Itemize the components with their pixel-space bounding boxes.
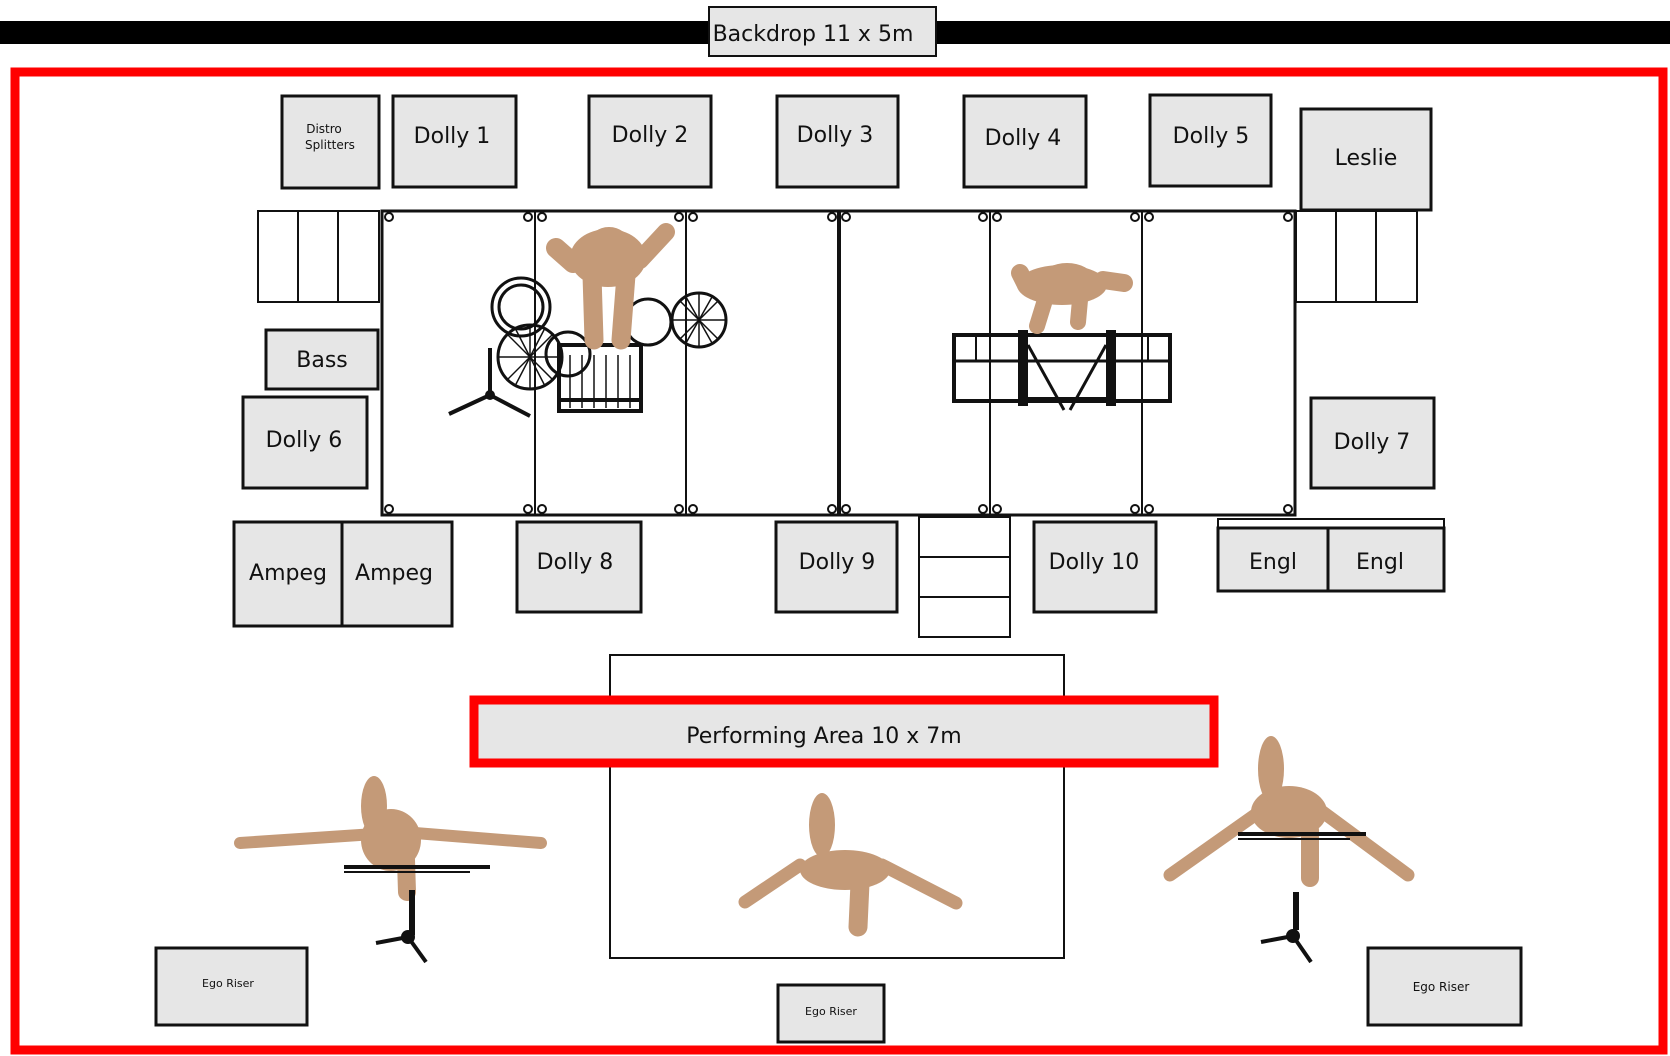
mic-stand-icon bbox=[375, 890, 428, 964]
upstage-row: Distro Splitters Dolly 1 Dolly 2 Dolly 3… bbox=[280, 93, 1433, 212]
drummer-icon bbox=[546, 223, 675, 350]
dolly-1-box bbox=[391, 94, 518, 189]
leslie-box bbox=[1299, 107, 1433, 212]
dolly-3-label: Dolly 3 bbox=[797, 123, 874, 148]
keyboardist-icon bbox=[1011, 263, 1133, 334]
engl-left-box bbox=[1216, 526, 1330, 593]
dolly-10-label: Dolly 10 bbox=[1049, 550, 1140, 575]
bass-box bbox=[264, 328, 380, 391]
ego-riser-center-label: Ego Riser bbox=[805, 1005, 857, 1018]
engl-left-label: Engl bbox=[1249, 550, 1297, 575]
ampeg-left-label: Ampeg bbox=[249, 561, 327, 586]
bass-label: Bass bbox=[296, 348, 348, 373]
dolly-6-box bbox=[241, 395, 369, 490]
dolly-9-box bbox=[774, 520, 899, 614]
keyboard-stand-icon bbox=[952, 330, 1172, 411]
ego-riser-center-box bbox=[776, 983, 886, 1044]
dolly-5-label: Dolly 5 bbox=[1173, 124, 1250, 149]
backdrop-label: Backdrop 11 x 5m bbox=[713, 22, 914, 47]
dolly-2-label: Dolly 2 bbox=[612, 123, 689, 148]
ego-risers: Ego Riser Ego Riser Ego Riser bbox=[154, 946, 1523, 1044]
ego-riser-right-box bbox=[1366, 946, 1523, 1027]
dolly-4-label: Dolly 4 bbox=[985, 126, 1062, 151]
dolly-6-label: Dolly 6 bbox=[266, 428, 343, 453]
dolly-1-label: Dolly 1 bbox=[414, 124, 491, 149]
right-steps bbox=[1295, 210, 1418, 303]
engl-right-label: Engl bbox=[1356, 550, 1404, 575]
singer-icon bbox=[738, 793, 963, 937]
dolly-3-box bbox=[775, 94, 900, 189]
riser-leg-markers bbox=[384, 212, 1293, 514]
ego-riser-right-label: Ego Riser bbox=[1413, 980, 1470, 994]
left-steps bbox=[257, 210, 380, 303]
performing-area-box bbox=[469, 695, 1219, 768]
dolly-7-box bbox=[1309, 396, 1436, 490]
dolly-2-box bbox=[587, 94, 713, 189]
guitarist-icon bbox=[1163, 736, 1415, 887]
dolly-8-label: Dolly 8 bbox=[537, 550, 614, 575]
bass-player-icon bbox=[234, 776, 547, 901]
ego-riser-left-box bbox=[154, 946, 309, 1027]
dolly-7-label: Dolly 7 bbox=[1334, 430, 1411, 455]
dolly-5-box bbox=[1148, 93, 1273, 188]
performing-area: Performing Area 10 x 7m bbox=[469, 695, 1219, 768]
dolly-4-box bbox=[962, 94, 1088, 189]
left-side-gear: Bass Dolly 6 Ampeg Ampeg bbox=[232, 328, 454, 628]
ampeg-right-box bbox=[340, 520, 454, 628]
front-steps bbox=[918, 516, 1011, 638]
dolly-8-box bbox=[515, 520, 643, 614]
drum-kit-icon bbox=[448, 276, 728, 418]
right-side-gear: Dolly 7 Engl Engl bbox=[1216, 396, 1446, 593]
riser bbox=[380, 209, 1297, 517]
performing-area-label: Performing Area 10 x 7m bbox=[686, 724, 961, 749]
leslie-label: Leslie bbox=[1335, 146, 1398, 171]
backdrop: Backdrop 11 x 5m bbox=[0, 6, 1670, 57]
distro-label-line2: Splitters bbox=[305, 138, 355, 152]
ego-riser-left-label: Ego Riser bbox=[202, 977, 254, 990]
dolly-10-box bbox=[1032, 520, 1158, 614]
distro-splitters-box bbox=[280, 94, 381, 190]
distro-label-line1: Distro bbox=[306, 122, 342, 136]
ampeg-right-label: Ampeg bbox=[355, 561, 433, 586]
stage-border bbox=[10, 67, 1668, 1055]
mic-stand-icon bbox=[1260, 892, 1313, 964]
backdrop-label-box bbox=[708, 6, 937, 57]
dolly-9-label: Dolly 9 bbox=[799, 550, 876, 575]
engl-right-box bbox=[1326, 526, 1446, 593]
riser-front-gear: Dolly 8 Dolly 9 Dolly 10 bbox=[515, 516, 1158, 638]
